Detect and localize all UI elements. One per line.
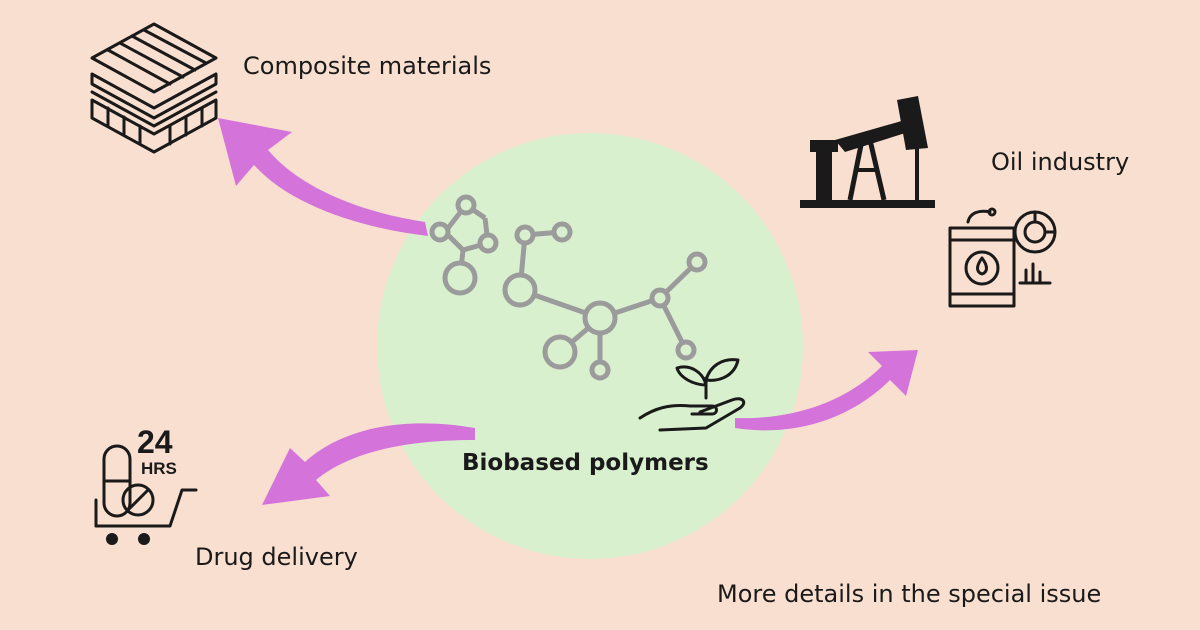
- layered-composite-icon: [90, 22, 218, 154]
- oil-barrel-chart-icon: [948, 207, 1057, 308]
- arrow-to-drug: [262, 423, 475, 505]
- center-label: Biobased polymers: [462, 450, 709, 476]
- oil-pumpjack-icon: [800, 96, 935, 208]
- center-circle: [377, 133, 803, 559]
- label-composite-materials: Composite materials: [243, 52, 492, 80]
- molecule-icon: [429, 194, 708, 381]
- drug-icon-unit: HRS: [141, 459, 177, 478]
- pill-cart-24hrs-icon: 24 HRS: [94, 424, 198, 545]
- label-oil-industry: Oil industry: [991, 148, 1130, 176]
- hand-sprout-icon: [638, 358, 746, 432]
- arrow-to-composite: [218, 118, 428, 236]
- drug-icon-number: 24: [137, 424, 173, 460]
- footer-note: More details in the special issue: [717, 580, 1102, 608]
- label-drug-delivery: Drug delivery: [195, 543, 358, 571]
- arrow-to-oil: [735, 350, 918, 431]
